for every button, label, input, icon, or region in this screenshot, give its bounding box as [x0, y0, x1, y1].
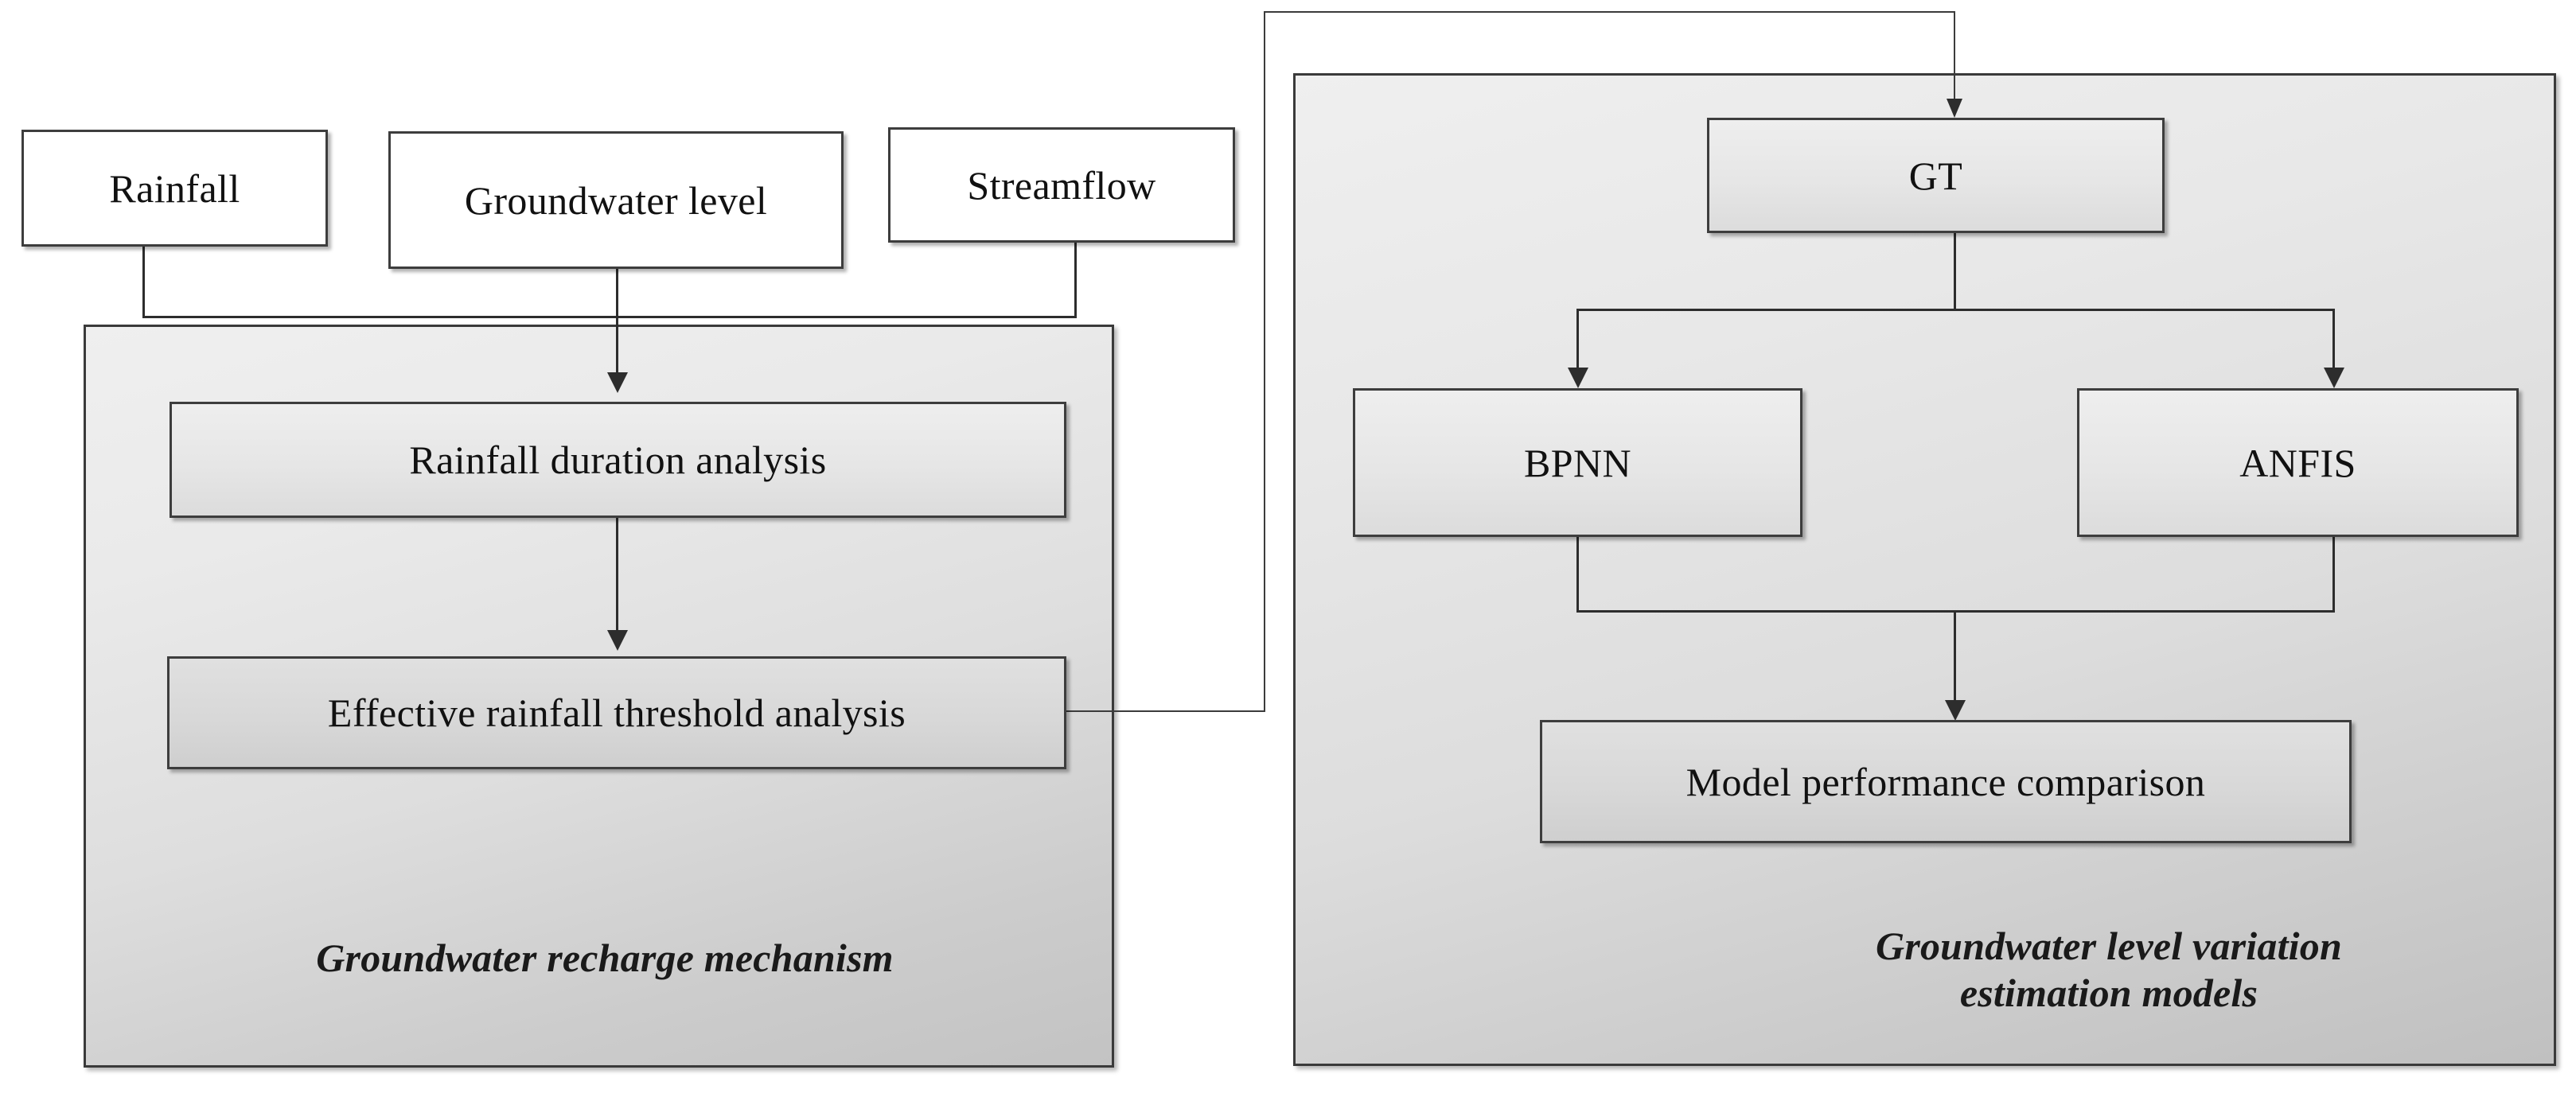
node-effective-rainfall-threshold-analysis-label: Effective rainfall threshold analysis — [327, 691, 906, 735]
edge-ert-to-gt-segment-right — [1063, 710, 1265, 712]
node-effective-rainfall-threshold-analysis[interactable]: Effective rainfall threshold analysis — [167, 656, 1066, 769]
edge-rainfall-drop — [142, 243, 145, 318]
node-rainfall[interactable]: Rainfall — [21, 130, 328, 247]
panel-groundwater-level-variation-estimation-models — [1293, 73, 2556, 1066]
node-groundwater-level[interactable]: Groundwater level — [388, 131, 844, 269]
edge-ert-to-gt-segment-up — [1264, 11, 1265, 712]
edge-merge-to-comparison-arrowhead — [1945, 700, 1966, 721]
node-anfis[interactable]: ANFIS — [2077, 388, 2519, 537]
edge-ert-to-gt-segment-top — [1264, 11, 1955, 13]
edge-gt-to-bpnn — [1576, 309, 1579, 374]
node-groundwater-level-label: Groundwater level — [464, 177, 768, 223]
edge-streamflow-drop — [1074, 240, 1077, 318]
edge-rainfall-duration-to-ert-arrowhead — [607, 630, 628, 651]
edge-gt-to-anfis — [2332, 309, 2335, 374]
node-bpnn-label: BPNN — [1524, 440, 1631, 485]
edge-merge-to-comparison — [1954, 610, 1956, 706]
node-rainfall-label: Rainfall — [109, 165, 240, 211]
node-anfis-label: ANFIS — [2239, 440, 2356, 485]
node-streamflow[interactable]: Streamflow — [888, 127, 1235, 243]
edge-gt-to-anfis-arrowhead — [2324, 368, 2344, 388]
edge-gt-down — [1954, 231, 1956, 310]
edge-bpnn-down — [1576, 535, 1579, 613]
node-gt-label: GT — [1908, 153, 1963, 198]
node-streamflow-label: Streamflow — [967, 162, 1156, 208]
edge-ert-to-gt-arrowhead — [1947, 99, 1962, 118]
edge-gt-split-bus — [1576, 309, 2334, 311]
edge-inputs-to-rainfall-duration — [616, 266, 618, 377]
edge-input-bus — [142, 316, 1077, 318]
caption-groundwater-level-variation-estimation-models: Groundwater level variation estimation m… — [1876, 924, 2342, 1015]
caption-groundwater-recharge-mechanism: Groundwater recharge mechanism — [316, 936, 894, 980]
edge-anfis-down — [2332, 535, 2335, 613]
node-bpnn[interactable]: BPNN — [1353, 388, 1802, 537]
edge-gt-to-bpnn-arrowhead — [1568, 368, 1588, 388]
edge-rainfall-duration-to-ert — [616, 517, 618, 635]
node-model-performance-comparison-label: Model performance comparison — [1686, 759, 2206, 804]
node-gt[interactable]: GT — [1707, 118, 2165, 233]
edge-ert-to-gt-segment-down — [1954, 11, 1955, 103]
node-rainfall-duration-analysis-label: Rainfall duration analysis — [409, 438, 827, 482]
node-rainfall-duration-analysis[interactable]: Rainfall duration analysis — [170, 402, 1066, 518]
edge-inputs-to-rainfall-duration-arrowhead — [607, 372, 628, 393]
node-model-performance-comparison[interactable]: Model performance comparison — [1540, 720, 2352, 843]
